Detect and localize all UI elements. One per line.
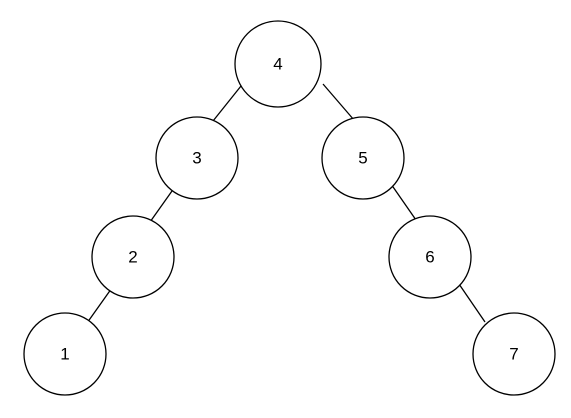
node-label: 6 bbox=[425, 248, 434, 267]
node-circle bbox=[23, 312, 107, 396]
node-circle bbox=[234, 20, 322, 108]
edge-4-5 bbox=[322, 83, 355, 121]
node-circle bbox=[388, 215, 472, 299]
node-circle bbox=[155, 116, 239, 200]
tree-node-3: 3 bbox=[155, 116, 239, 200]
node-label: 5 bbox=[358, 149, 367, 168]
edge-5-6 bbox=[390, 183, 417, 221]
node-label: 1 bbox=[60, 345, 69, 364]
node-label: 7 bbox=[509, 345, 518, 364]
node-circle bbox=[472, 312, 556, 396]
tree-node-5: 5 bbox=[321, 116, 405, 200]
tree-node-7: 7 bbox=[472, 312, 556, 396]
node-label: 2 bbox=[128, 248, 137, 267]
node-circle bbox=[321, 116, 405, 200]
edge-6-7 bbox=[458, 283, 486, 323]
edge-3-2 bbox=[149, 190, 173, 223]
node-label: 4 bbox=[273, 55, 282, 74]
tree-node-6: 6 bbox=[388, 215, 472, 299]
tree-node-4: 4 bbox=[234, 20, 322, 108]
node-circle bbox=[91, 215, 175, 299]
tree-node-1: 1 bbox=[23, 312, 107, 396]
tree-node-2: 2 bbox=[91, 215, 175, 299]
node-label: 3 bbox=[192, 149, 201, 168]
edge-4-3 bbox=[212, 85, 242, 122]
